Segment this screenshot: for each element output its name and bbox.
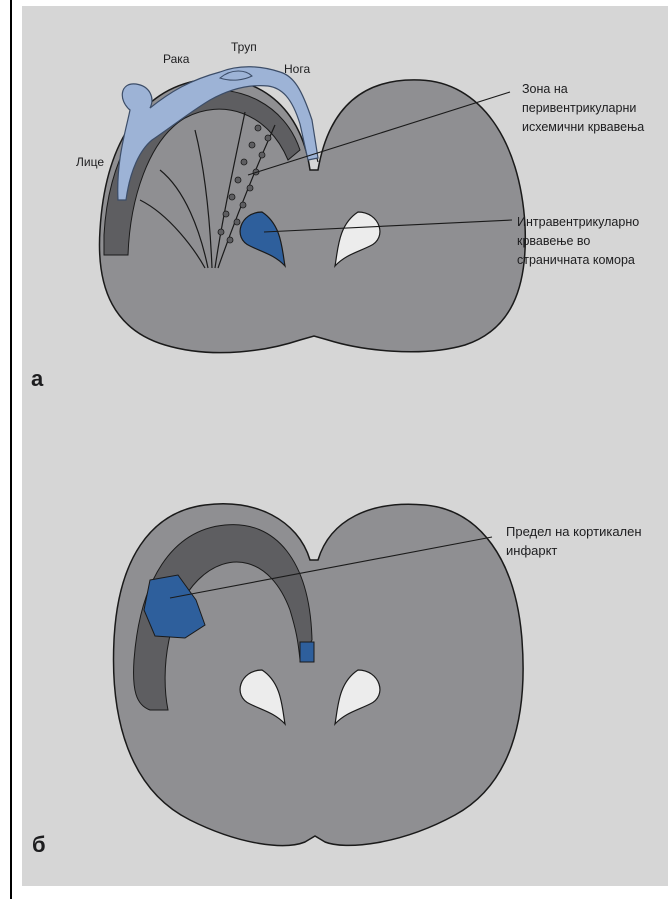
label-trunk: Труп bbox=[231, 40, 257, 54]
label-leg: Нога bbox=[284, 62, 310, 76]
callout-line1: Интравентрикуларно bbox=[517, 213, 639, 232]
callout-line2: перивентрикуларни bbox=[522, 99, 644, 118]
callout-line2: инфаркт bbox=[506, 541, 642, 560]
panel-letter-a: а bbox=[31, 366, 43, 392]
label-face: Лице bbox=[76, 155, 104, 169]
callout-intraventricular-text: Интравентрикуларно крвавење во странична… bbox=[517, 213, 639, 270]
label-hand: Рака bbox=[163, 52, 189, 66]
panel-letter-b: б bbox=[32, 832, 46, 858]
callout-line3: страничната комора bbox=[517, 251, 639, 270]
callout-line3: исхемични крвавења bbox=[522, 118, 644, 137]
callout-line2: крвавење во bbox=[517, 232, 639, 251]
callout-line1: Зона на bbox=[522, 80, 644, 99]
callout-periventricular-text: Зона на перивентрикуларни исхемични крва… bbox=[522, 80, 644, 137]
infarct-small bbox=[300, 642, 314, 662]
callout-infarct-text: Предел на кортикален инфаркт bbox=[506, 522, 642, 560]
callout-line1: Предел на кортикален bbox=[506, 522, 642, 541]
